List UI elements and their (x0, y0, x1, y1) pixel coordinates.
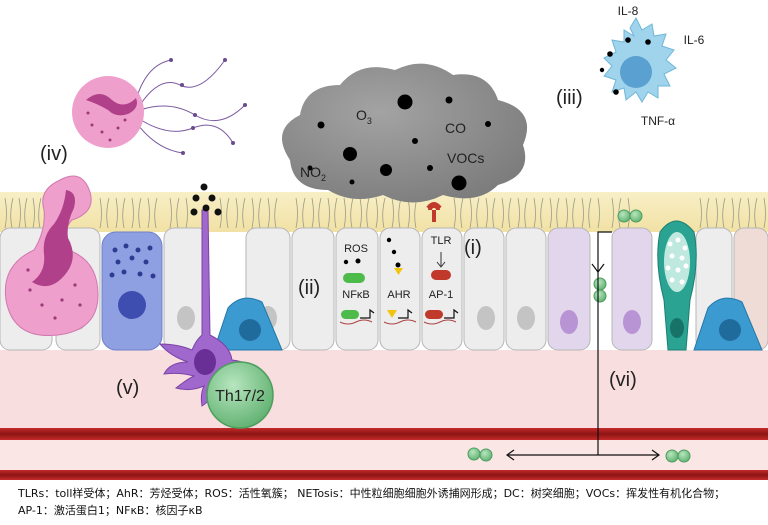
svg-text:O3: O3 (356, 107, 372, 126)
basal-cell (213, 297, 283, 351)
caption-line-2: AP-1：激活蛋白1；NFκB：核因子κB (18, 504, 203, 517)
epithelial-cell (291, 227, 335, 351)
pollution-cloud (282, 63, 528, 203)
epithelial-cell (379, 227, 421, 351)
signaling-ros: ROS NFκB (339, 243, 375, 325)
particles (343, 237, 401, 268)
label-v: (v) (116, 377, 139, 399)
label-vi: (vi) (609, 369, 637, 391)
signaling-tlr: TLR AP-1 (423, 202, 459, 325)
epithelial-cell (163, 227, 209, 351)
basal-cell (693, 297, 763, 351)
epithelial-cell (421, 227, 463, 351)
signaling-ahr: AHR (383, 268, 417, 325)
epithelial-cell-purple (611, 227, 653, 351)
svg-text:AHR: AHR (387, 289, 410, 301)
svg-text:ROS: ROS (344, 243, 368, 255)
cilia (4, 197, 766, 229)
svg-text:IL-8: IL-8 (618, 4, 639, 18)
cell-trafficking (467, 209, 691, 463)
migrating-neutrophil (4, 175, 99, 337)
svg-text:TNF-α: TNF-α (641, 114, 675, 128)
svg-text:NFκB: NFκB (342, 289, 370, 301)
neutrophil-netosis (72, 58, 247, 155)
mast-cell (101, 231, 163, 351)
goblet-cell (657, 220, 697, 351)
svg-text:AP-1: AP-1 (429, 289, 453, 301)
blood-vessel-bottom-wall (0, 470, 768, 480)
svg-text:VOCs: VOCs (447, 150, 484, 166)
figure-caption: TLRs：toll样受体；AhR：芳烃受体；ROS：活性氧簇； NETosis：… (18, 485, 758, 519)
macrophage (599, 16, 677, 103)
svg-text:TLR: TLR (431, 235, 452, 247)
blood-vessel-top-wall (0, 428, 768, 440)
epithelial-cell-purple (547, 227, 591, 351)
epithelial-cell (505, 227, 547, 351)
epithelial-cell (335, 227, 379, 351)
airway-diagram: Th17/2 O3 CO NO2 VOCs ROS NFκB AHR (0, 4, 768, 480)
svg-text:CO: CO (445, 120, 466, 136)
th-cell (206, 361, 274, 429)
label-ii: (ii) (298, 277, 320, 299)
th-cell-label: Th17/2 (215, 388, 265, 405)
label-i: (i) (464, 237, 482, 259)
cloud-labels: O3 CO NO2 VOCs (300, 107, 484, 183)
label-iv: (iv) (40, 143, 68, 165)
svg-text:IL-6: IL-6 (684, 33, 705, 47)
caption-line-1: TLRs：toll样受体；AhR：芳烃受体；ROS：活性氧簇； NETosis：… (18, 487, 726, 500)
cytokine-labels: IL-8 IL-6 TNF-α (618, 4, 705, 128)
svg-text:NO2: NO2 (300, 164, 326, 183)
label-iii: (iii) (556, 87, 583, 109)
